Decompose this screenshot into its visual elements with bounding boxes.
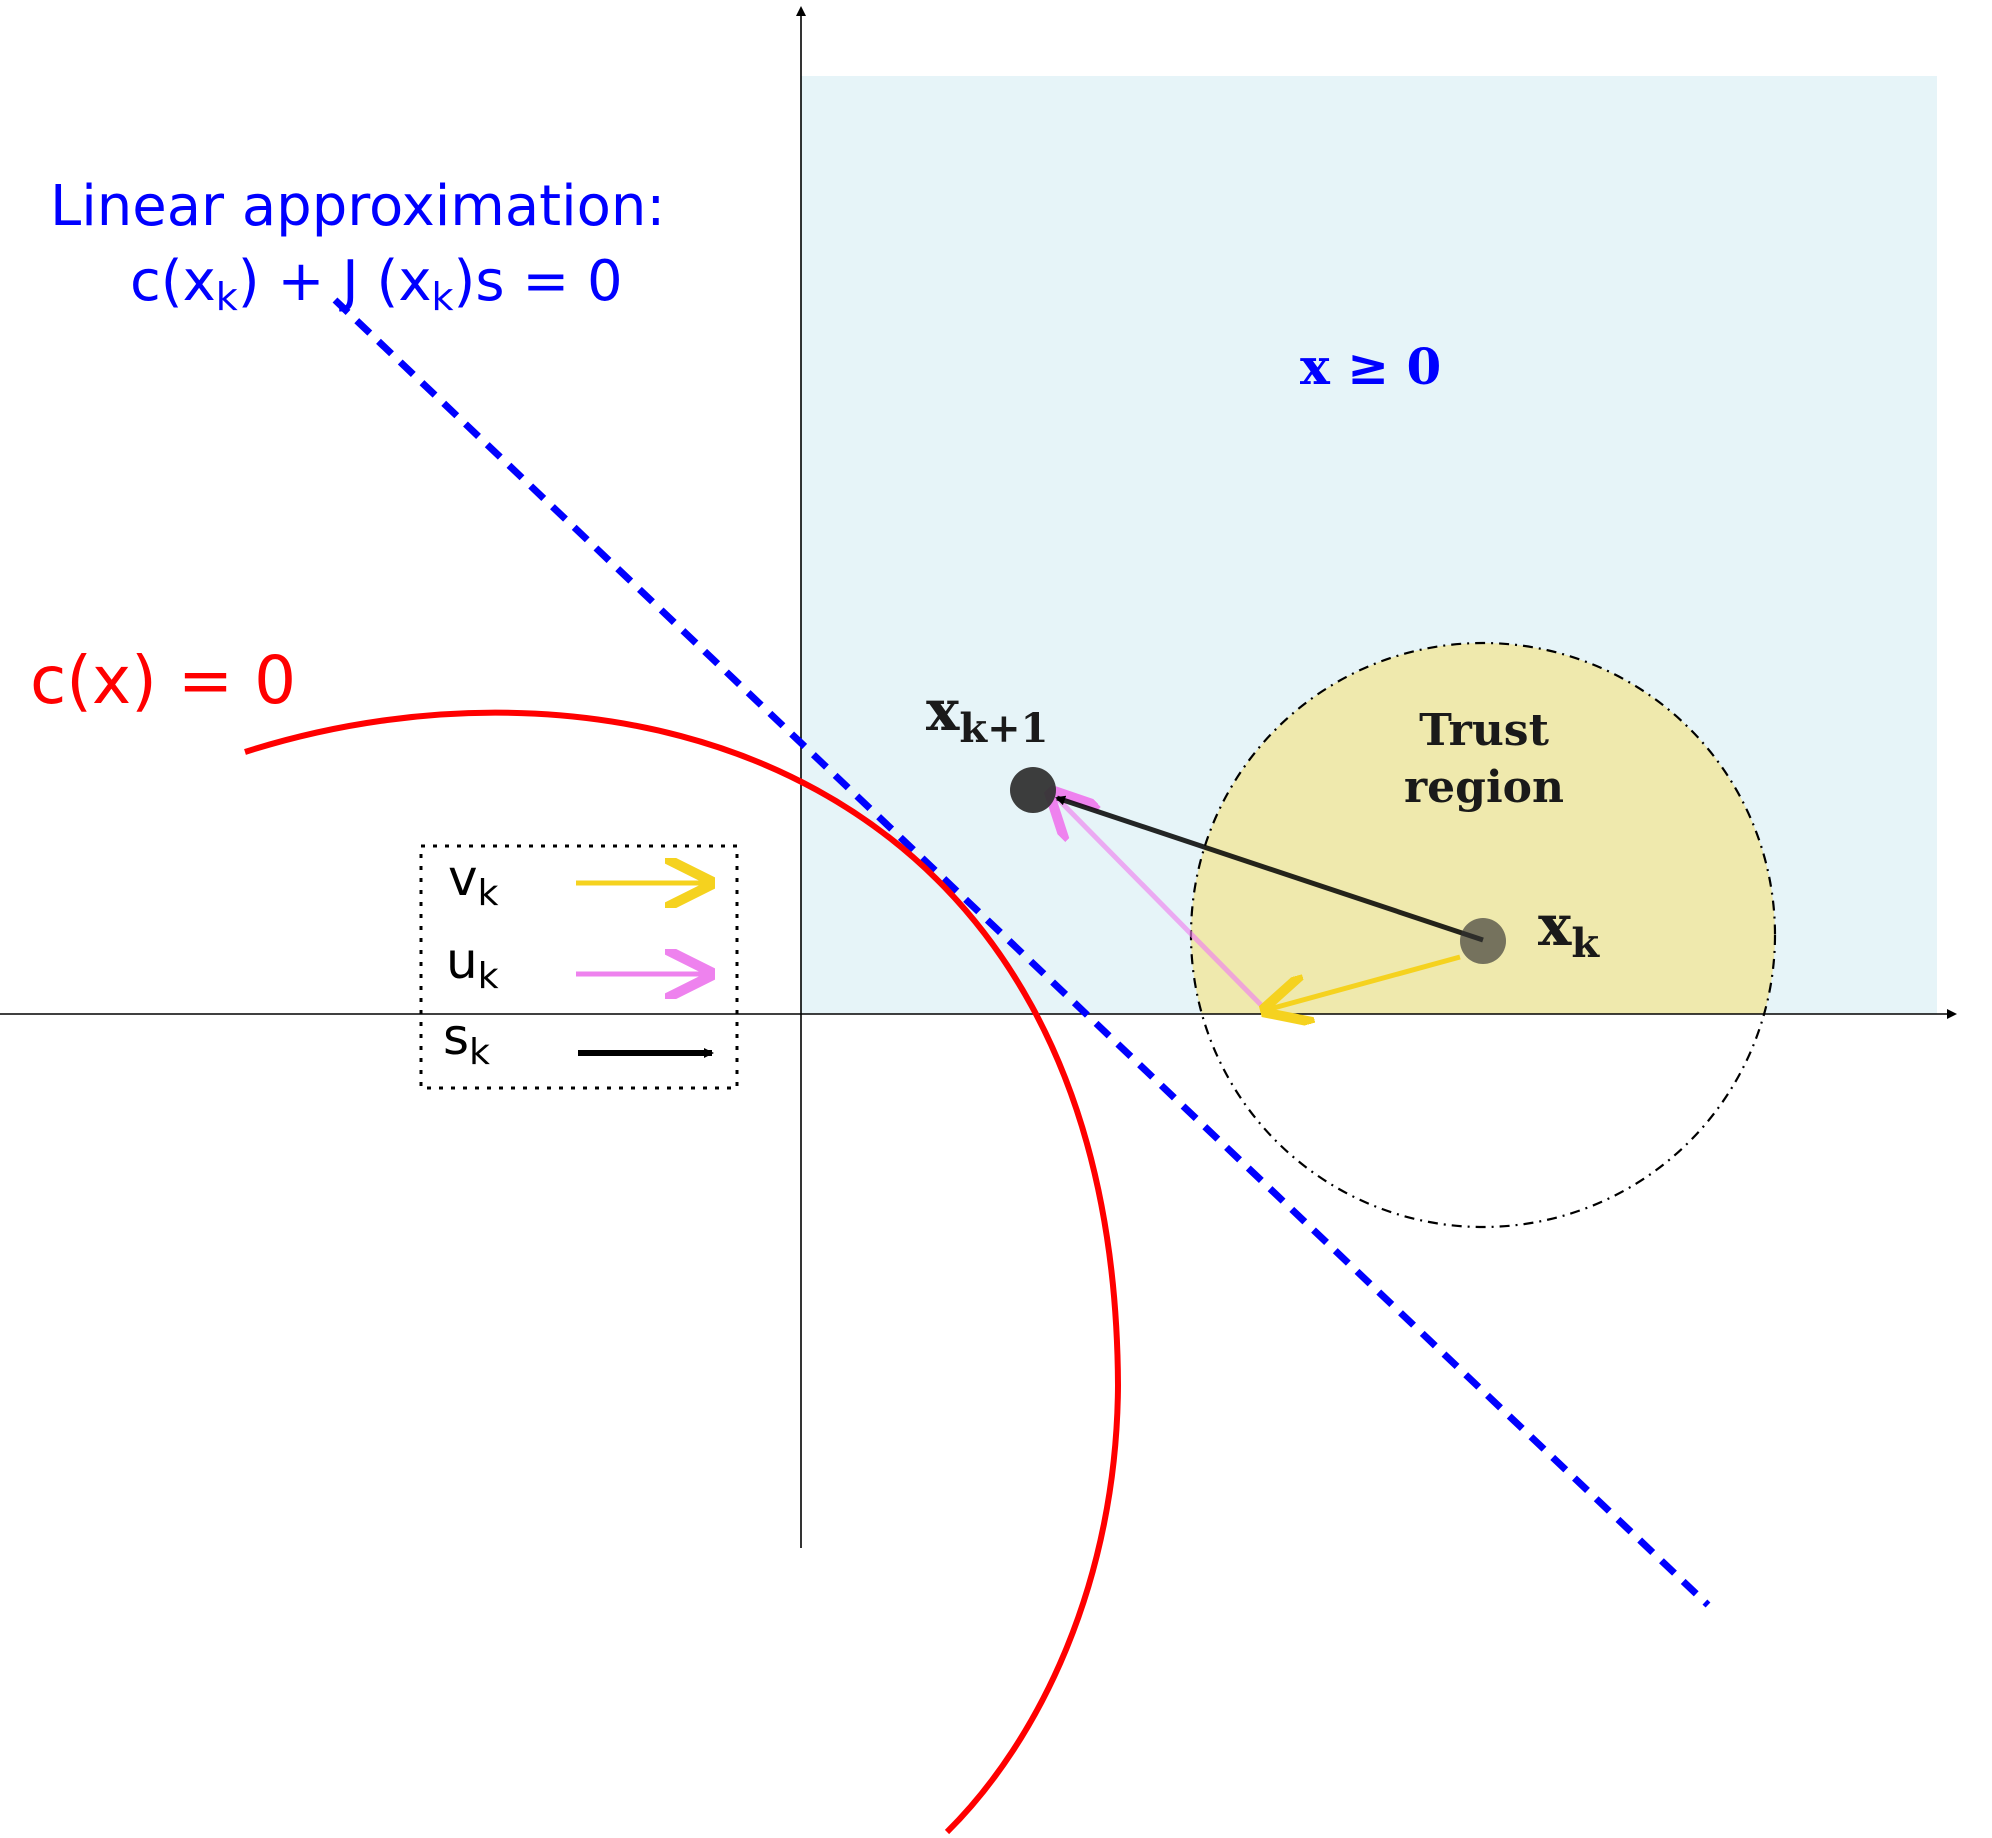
linear-approximation-equation: c(xk) + J (xk)s = 0 [130, 249, 623, 319]
trust-region-fill [1191, 643, 1775, 1014]
point-xk1-label: xk+1 [926, 678, 1048, 752]
trust-region-label-line1: Trust [1419, 705, 1549, 756]
linear-approximation-title: Linear approximation: [50, 174, 665, 239]
legend-label-u: uk [446, 932, 499, 997]
u-step-arrow [1055, 796, 1270, 1014]
linear-approximation-line [332, 297, 1711, 1608]
point-xk [1460, 918, 1506, 964]
constraint-curve [244, 709, 1122, 1835]
s-step-arrow [1055, 795, 1484, 943]
point-xk-label: xk [1538, 893, 1600, 967]
feasible-region-label: x ≥ 0 [1300, 337, 1441, 396]
legend-box [419, 844, 739, 1090]
trust-region-label-line2: region [1404, 762, 1564, 813]
v-step-arrow [1270, 954, 1461, 1009]
constraint-label: c(x) = 0 [30, 642, 296, 719]
legend-label-v: vk [448, 849, 499, 914]
legend-label-s: sk [443, 1008, 490, 1073]
point-xk1 [1010, 767, 1056, 813]
